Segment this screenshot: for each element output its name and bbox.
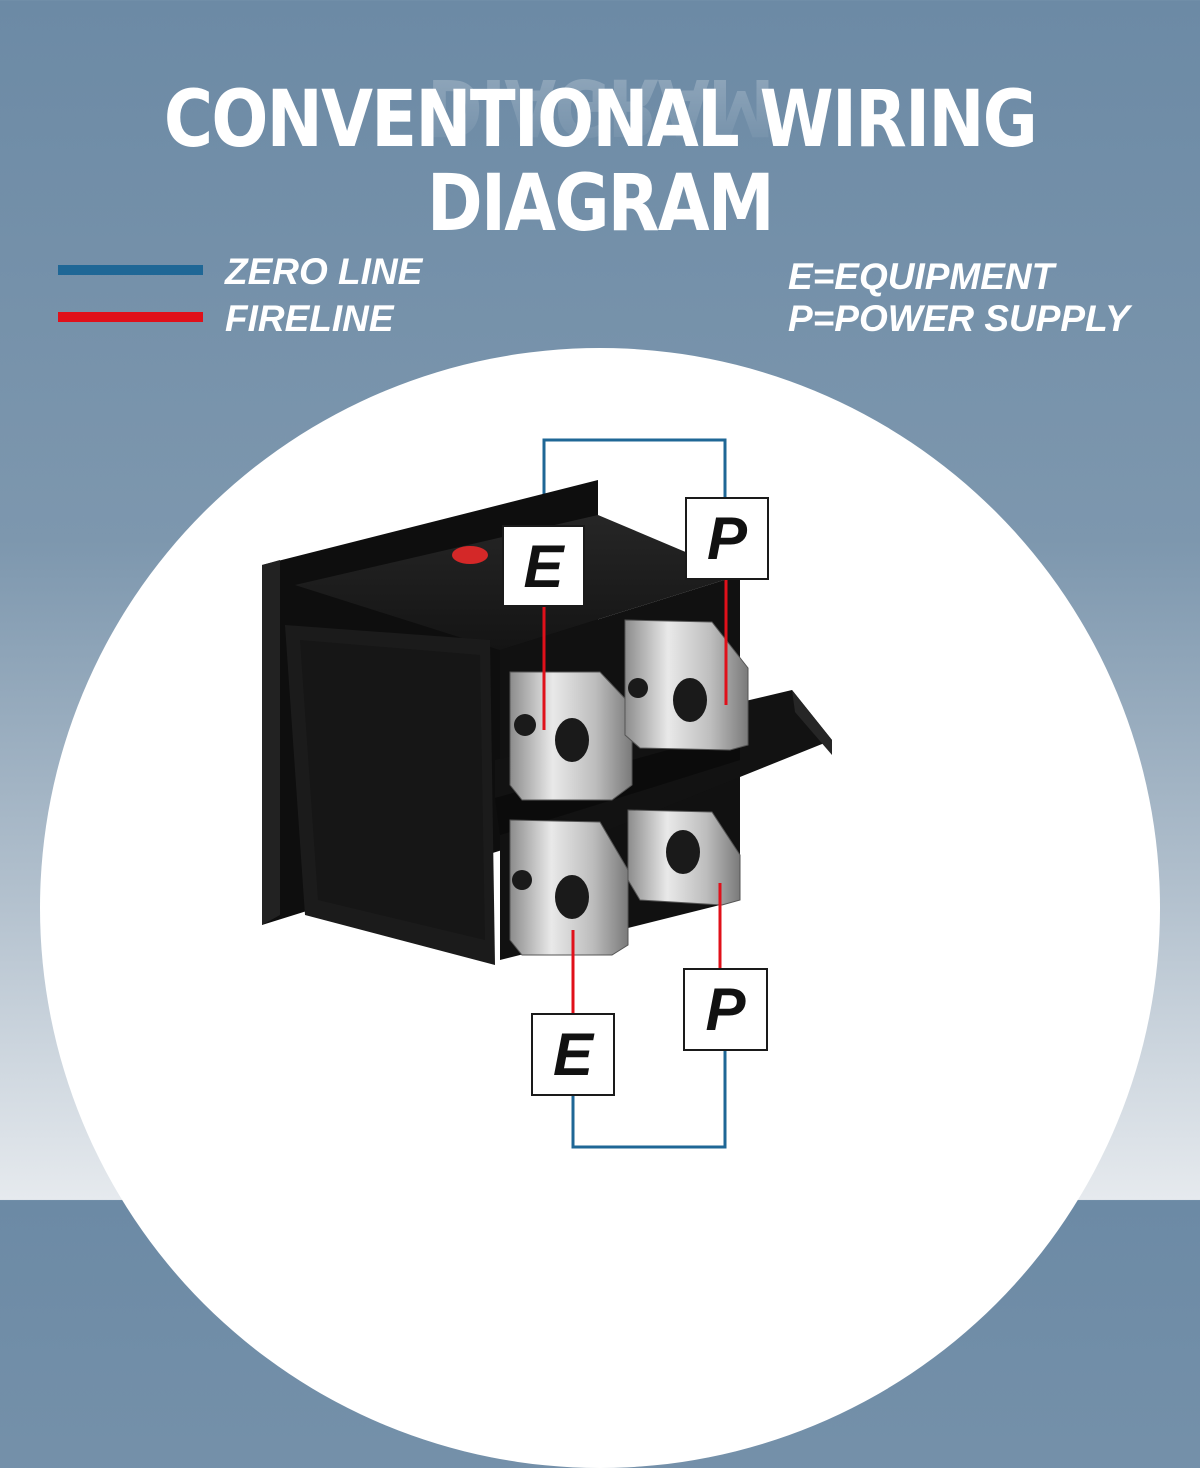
zero-line-bottom (571, 1050, 727, 1149)
terminal-bottom-right (627, 809, 741, 906)
equipment-key: E=EQUIPMENT (788, 256, 1055, 297)
terminal-top-left (509, 671, 633, 801)
terminal-top-right (624, 619, 749, 751)
equipment-label-bottom: E (531, 1013, 615, 1096)
diagram-title: CONVENTIONAL WIRING DIAGRAM (163, 75, 1038, 249)
terminal-bottom-left (509, 819, 629, 956)
zero-line-swatch (58, 265, 203, 275)
fire-line-label: FIRELINE (225, 298, 394, 339)
power-supply-label-bottom: P (683, 968, 768, 1051)
power-supply-key: P=POWER SUPPLY (788, 298, 1130, 339)
indicator-light (452, 546, 488, 564)
fire-line-swatch (58, 312, 203, 322)
equipment-label-top: E (502, 525, 585, 607)
zero-line-label: ZERO LINE (225, 251, 423, 292)
zero-line-top (542, 438, 727, 525)
power-supply-label-top: P (685, 497, 769, 580)
